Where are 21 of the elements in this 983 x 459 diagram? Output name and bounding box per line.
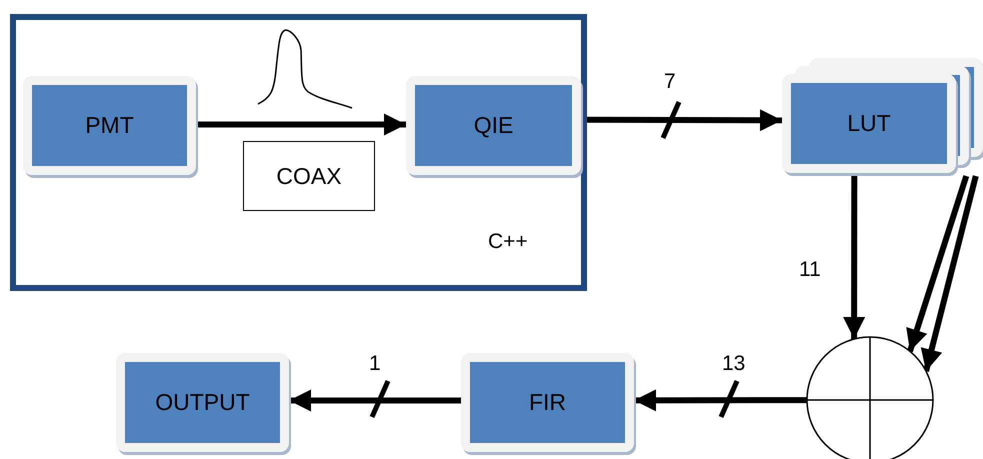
process-box [406, 76, 581, 175]
arrow [634, 389, 807, 412]
node-label: QIE [474, 112, 514, 139]
stacked-process-boxes [782, 58, 983, 176]
node-label: LUT [847, 110, 891, 137]
arrow [289, 390, 461, 412]
node-label: PMT [85, 112, 134, 139]
cable-box [243, 141, 375, 211]
node-label: FIR [528, 389, 566, 416]
process-box [461, 353, 634, 452]
arrow [843, 176, 866, 340]
process-box [23, 76, 196, 175]
frame-label: C++ [488, 230, 528, 254]
arrow [906, 175, 970, 352]
summing-junction [806, 336, 934, 459]
node-label: OUTPUT [155, 389, 250, 416]
process-box [116, 353, 289, 452]
arrow [196, 114, 406, 136]
node-label: COAX [276, 162, 342, 190]
arrow [920, 175, 979, 372]
system-frame [10, 14, 587, 291]
